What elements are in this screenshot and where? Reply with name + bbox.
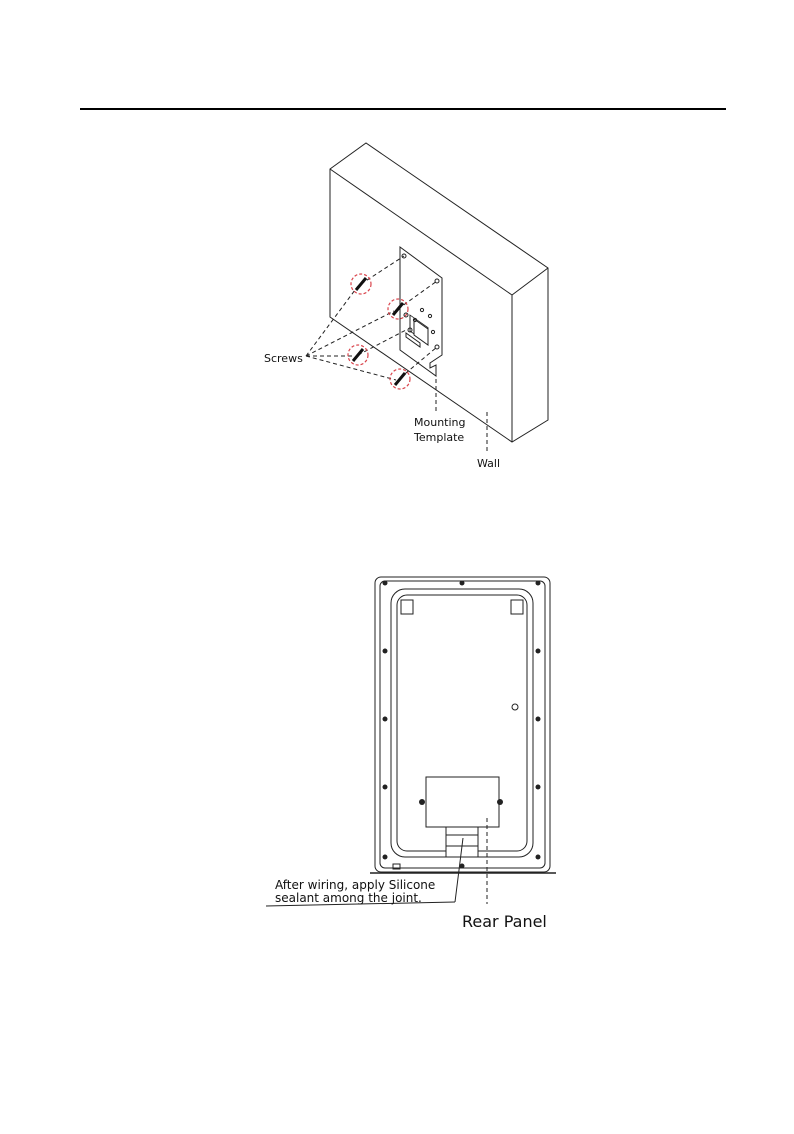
rear-panel-label: Rear Panel xyxy=(462,912,547,931)
side-hole xyxy=(512,704,518,710)
silicone-note-line2: sealant among the joint. xyxy=(275,891,422,905)
top-left-pad xyxy=(401,600,413,614)
top-right-pad xyxy=(511,600,523,614)
silicone-note-line1: After wiring, apply Silicone xyxy=(275,878,435,892)
